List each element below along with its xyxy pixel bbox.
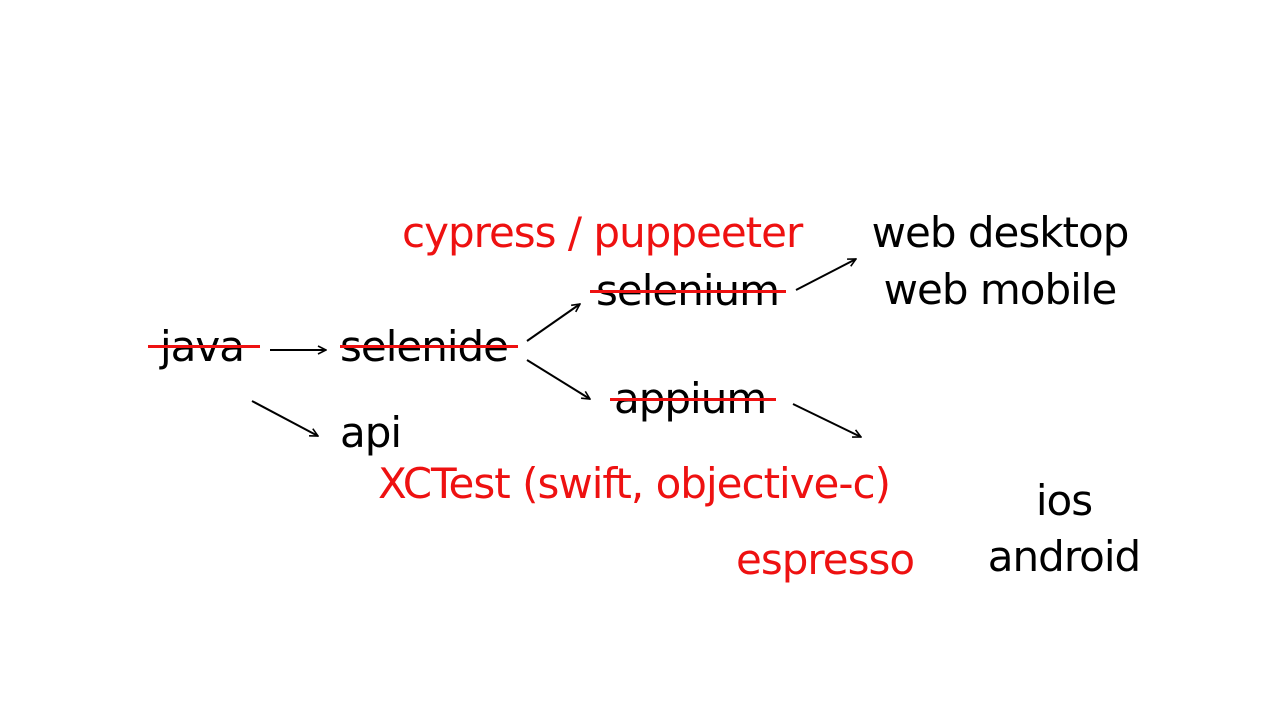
strike-java <box>148 345 260 348</box>
arrow-selenide-appium <box>526 359 590 399</box>
node-web-desktop: web desktop <box>871 208 1130 257</box>
alt-xctest: XCTest (swift, objective-c) <box>378 459 891 508</box>
alt-espresso: espresso <box>736 535 915 584</box>
strike-selenide <box>340 345 518 348</box>
arrow-selenide-selenium <box>526 304 580 342</box>
strike-appium <box>610 398 776 401</box>
arrow-appium-mobile <box>792 403 861 437</box>
node-android: android <box>987 532 1141 581</box>
node-api: api <box>340 408 402 457</box>
node-web-mobile: web mobile <box>883 265 1118 314</box>
arrow-java-api <box>251 400 318 437</box>
node-ios: ios <box>1035 476 1093 525</box>
strike-selenium <box>590 290 786 293</box>
arrow-selenium-web <box>795 258 856 291</box>
alt-cypress-puppeteer: cypress / puppeeter <box>402 208 803 257</box>
